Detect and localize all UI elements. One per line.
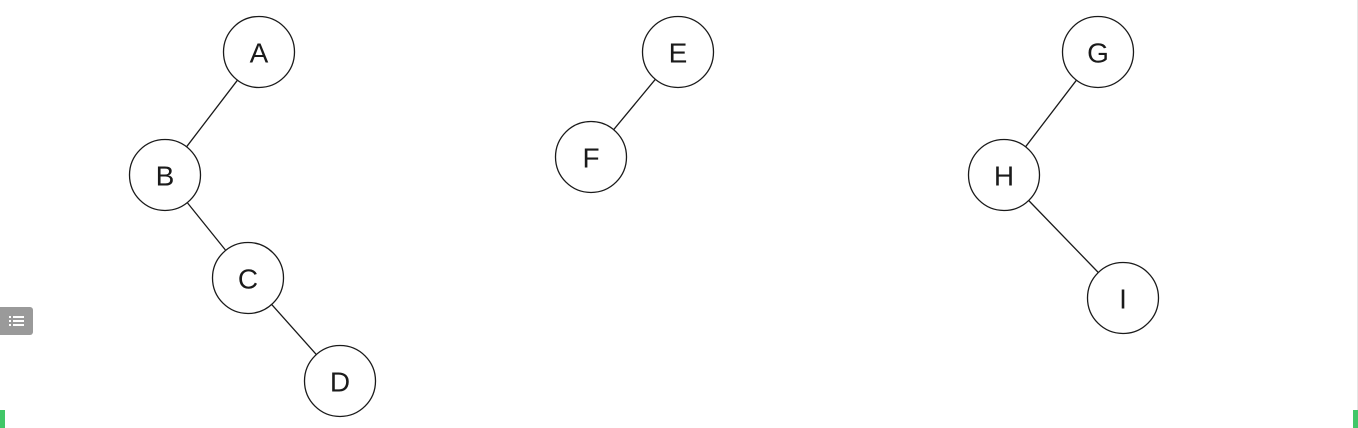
edge-B-C (186, 202, 227, 251)
node-label: G (1087, 38, 1109, 69)
node-D: D (303, 344, 377, 418)
node-I: I (1086, 261, 1160, 335)
node-G: G (1061, 15, 1135, 89)
node-label: F (582, 143, 599, 174)
node-circle (211, 241, 285, 315)
nodes-layer: A B C D E F G H I (128, 15, 1160, 418)
edges-layer (186, 78, 1099, 355)
node-label: D (330, 367, 350, 398)
node-A: A (222, 15, 296, 89)
table-of-contents-button[interactable] (0, 307, 33, 335)
node-H: H (967, 138, 1041, 212)
node-label: I (1119, 284, 1127, 315)
node-circle (641, 15, 715, 89)
node-E: E (641, 15, 715, 89)
node-F: F (554, 120, 628, 194)
node-label: C (238, 264, 258, 295)
node-circle (554, 120, 628, 194)
node-circle (1061, 15, 1135, 89)
left-edge-accent (0, 410, 5, 428)
edge-H-I (1028, 200, 1099, 273)
node-circle (1086, 261, 1160, 335)
node-circle (303, 344, 377, 418)
node-label: H (994, 161, 1014, 192)
edge-C-D (271, 304, 317, 355)
node-B: B (128, 138, 202, 212)
node-circle (967, 138, 1041, 212)
edge-G-H (1025, 79, 1077, 148)
node-circle (222, 15, 296, 89)
node-label: B (156, 161, 175, 192)
node-C: C (211, 241, 285, 315)
edge-E-F (613, 78, 656, 131)
right-edge-accent (1353, 410, 1358, 428)
node-label: E (669, 38, 688, 69)
node-label: A (250, 38, 269, 69)
edge-A-B (186, 79, 238, 148)
node-circle (128, 138, 202, 212)
